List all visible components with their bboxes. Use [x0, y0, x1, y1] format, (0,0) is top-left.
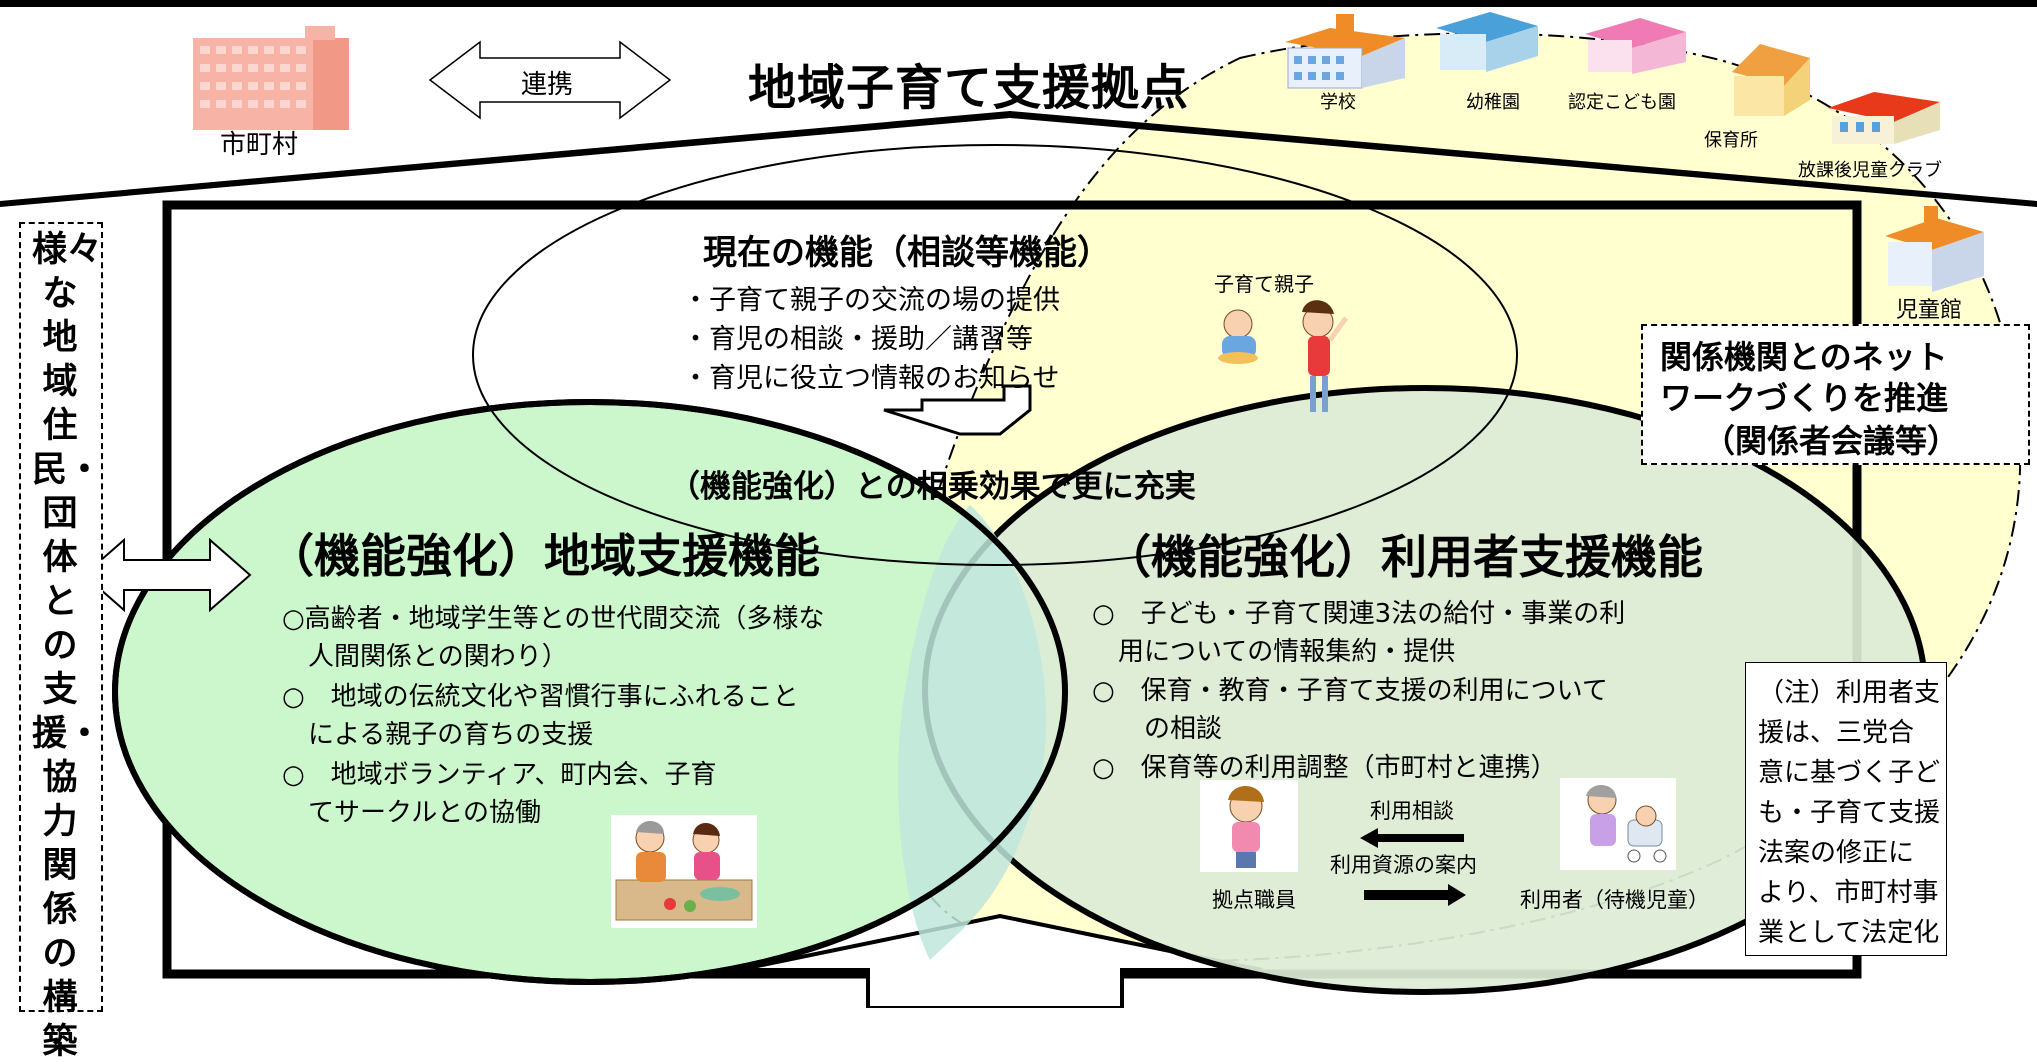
kindergarten-icon: [1436, 12, 1538, 72]
nursery-icon: [1732, 44, 1810, 116]
facility-nursery-label: 保育所: [1704, 130, 1758, 151]
network-box: [1641, 324, 2030, 465]
regional-line-3: ○ 地域の伝統文化や習慣行事にふれること: [282, 682, 799, 712]
client-illustration: [1560, 778, 1676, 870]
down-arrow: [883, 384, 1032, 436]
network-line-3: （関係者会議等）: [1703, 422, 1960, 460]
note-line-4: も・子育て支援: [1758, 798, 1941, 828]
childrens-hall-icon: [1885, 206, 1984, 292]
staff-illustration: [1200, 780, 1298, 872]
synergy-label: （機能強化）との相乗効果で更に充実: [669, 469, 1196, 505]
certified-center-icon: [1585, 18, 1686, 74]
regional-line-5: ○ 地域ボランティア、町内会、子育: [282, 760, 717, 790]
current-item-3: ・育児に役立つ情報のお知らせ: [682, 363, 1060, 394]
note-line-1: （注）利用者支: [1758, 678, 1941, 708]
user-line-1: ○ 子ども・子育て関連3法の給付・事業の利: [1092, 599, 1626, 629]
left-double-arrow: [82, 537, 252, 613]
consult-arrow: [1360, 828, 1464, 848]
link-double-arrow: [428, 40, 672, 120]
current-functions-ellipse: [472, 144, 1518, 566]
facility-certified-label: 認定こども園: [1568, 92, 1676, 113]
note-line-6: より、市町村事: [1758, 878, 1939, 908]
overlap-region: [898, 505, 1047, 960]
top-border: [0, 0, 2037, 7]
regional-line-2: 人間関係との関わり）: [282, 642, 568, 672]
user-title: （機能強化）利用者支援機能: [1105, 530, 1703, 584]
municipal-building-icon: [193, 26, 349, 130]
user-line-5: ○ 保育等の利用調整（市町村と連携）: [1092, 753, 1557, 783]
consult-label: 利用相談: [1370, 799, 1454, 823]
left-vertical-text: 様々な地域住民・団体との支援・協力関係の構築: [32, 230, 103, 1062]
regional-line-4: による親子の育ちの支援: [282, 720, 594, 750]
guide-label: 利用資源の案内: [1330, 853, 1477, 877]
network-line-2: ワークづくりを推進: [1660, 379, 1949, 417]
current-functions-title: 現在の機能（相談等機能）: [703, 233, 1111, 273]
user-line-4: の相談: [1092, 714, 1223, 744]
note-line-2: 援は、三党合: [1758, 718, 1915, 748]
facility-kindergarten-label: 幼稚園: [1466, 92, 1520, 113]
user-line-2: 用についての情報集約・提供: [1092, 637, 1456, 667]
client-label: 利用者（待機児童）: [1520, 888, 1709, 912]
note-line-7: 業として法定化: [1758, 918, 1940, 948]
municipality-label: 市町村: [220, 130, 299, 160]
guide-arrow: [1364, 884, 1466, 906]
parents-label: 子育て親子: [1214, 272, 1314, 296]
school-icon: [1285, 14, 1405, 89]
facility-afterschool-label: 放課後児童クラブ: [1798, 160, 1942, 181]
network-line-1: 関係機関とのネット: [1660, 338, 1948, 376]
link-label: 連携: [521, 70, 574, 100]
diagram-canvas: [0, 0, 2037, 1008]
page-title: 地域子育て支援拠点: [748, 60, 1190, 116]
left-vertical-box: [19, 222, 103, 1012]
note-line-3: 意に基づく子ど: [1758, 758, 1941, 788]
regional-title: （機能強化）地域支援機能: [268, 529, 820, 583]
bottom-arrow: [737, 913, 1263, 1008]
current-item-1: ・子育て親子の交流の場の提供: [682, 285, 1060, 316]
current-item-2: ・育児の相談・援助／講習等: [682, 324, 1033, 355]
facility-childrens-hall-label: 児童館: [1896, 298, 1963, 323]
regional-line-1: ○高齢者・地域学生等との世代間交流（多様な: [282, 604, 825, 634]
note-box: [1745, 662, 1947, 956]
regional-line-6: てサークルとの協働: [282, 798, 541, 828]
user-line-3: ○ 保育・教育・子育て支援の利用について: [1092, 676, 1608, 706]
afterschool-club-icon: [1828, 92, 1940, 144]
facility-school-label: 学校: [1320, 92, 1356, 113]
cooking-illustration: [611, 815, 757, 928]
parent-child-icon: [1218, 300, 1349, 412]
note-line-5: 法案の修正に: [1758, 838, 1915, 868]
staff-label: 拠点職員: [1212, 888, 1296, 912]
